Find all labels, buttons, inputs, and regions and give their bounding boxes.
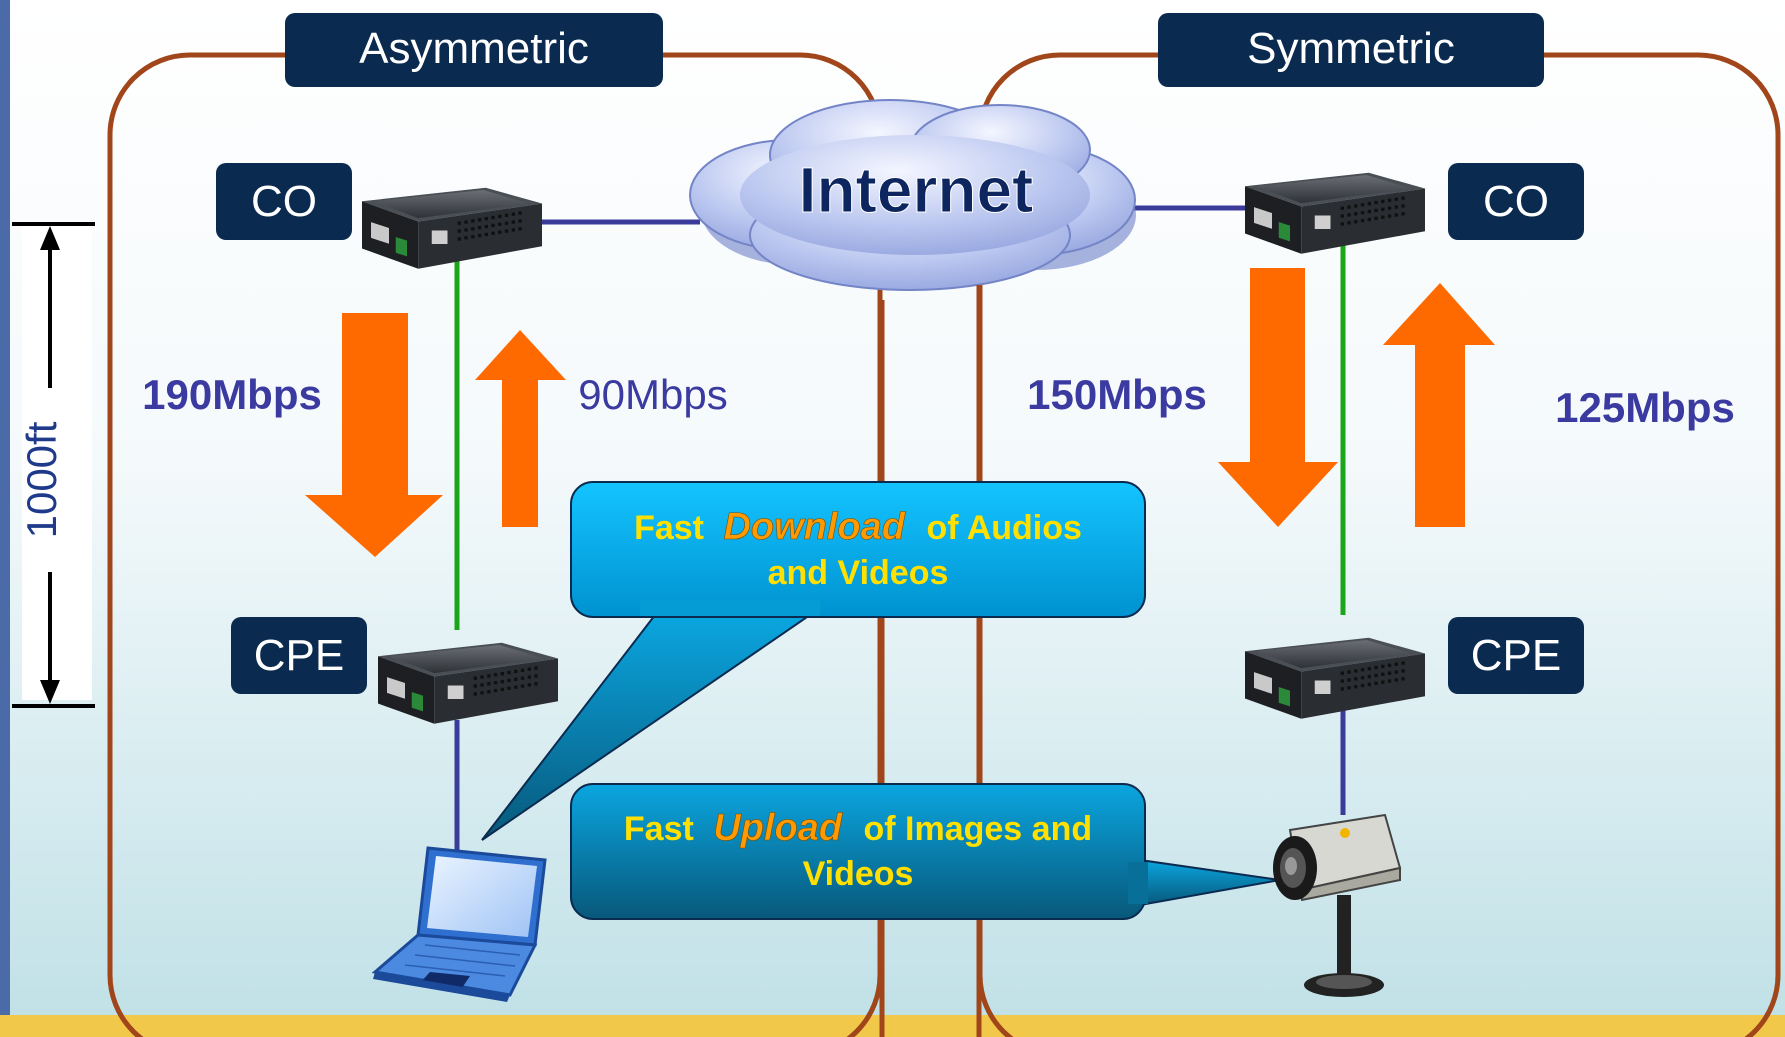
upload-callout-emphasis: Upload [713,807,843,849]
distance-dimension: 1000ft [12,222,95,708]
sym-downstream-arrow [1218,268,1338,527]
asym-downstream-arrow [305,313,443,557]
upload-callout-line2: Videos [803,855,914,893]
asym-upstream-speed: 90Mbps [578,371,727,418]
download-callout-suffix: of Audios [926,509,1082,547]
asymmetric-title: Asymmetric [359,24,589,73]
asym-cpe-box: CPE [231,617,367,694]
distance-label: 1000ft [18,421,65,538]
upload-callout: Fast Upload of Images and Videos [570,783,1281,920]
ip-camera-icon [1273,813,1402,997]
asymmetric-title-box: Asymmetric [285,13,663,87]
bottom-strip [0,1015,1785,1037]
asym-co-box: CO [216,163,352,240]
download-callout-emphasis: Download [723,506,905,548]
download-callout-prefix: Fast [634,509,704,547]
sym-cpe-label: CPE [1471,631,1561,680]
sym-cpe-box: CPE [1448,617,1584,694]
left-edge-strip [0,0,10,1037]
sym-co-label: CO [1483,177,1549,226]
symmetric-title: Symmetric [1247,24,1455,73]
asym-co-label: CO [251,177,317,226]
sym-downstream-speed: 150Mbps [1027,371,1207,418]
sym-co-box: CO [1448,163,1584,240]
symmetric-title-box: Symmetric [1158,13,1544,87]
cloud-icon: Internet [689,99,1136,291]
svg-text:Fast Download of A: Fast Download of Audios [634,506,1082,548]
asym-cpe-label: CPE [254,631,344,680]
laptop-icon [371,846,547,1002]
upload-callout-prefix: Fast [624,810,694,848]
asym-downstream-speed: 190Mbps [142,371,322,418]
upload-callout-suffix: of Images and [864,810,1093,848]
svg-text:Fast Upload of Ima: Fast Upload of Images and [624,807,1092,849]
asym-upstream-arrow [475,330,566,527]
sym-upstream-arrow [1383,283,1495,527]
internet-label: Internet [799,154,1034,226]
download-callout-line2: and Videos [768,554,949,592]
download-callout: Fast Download of Audios and Videos [481,481,1146,841]
sym-upstream-speed: 125Mbps [1555,384,1735,431]
